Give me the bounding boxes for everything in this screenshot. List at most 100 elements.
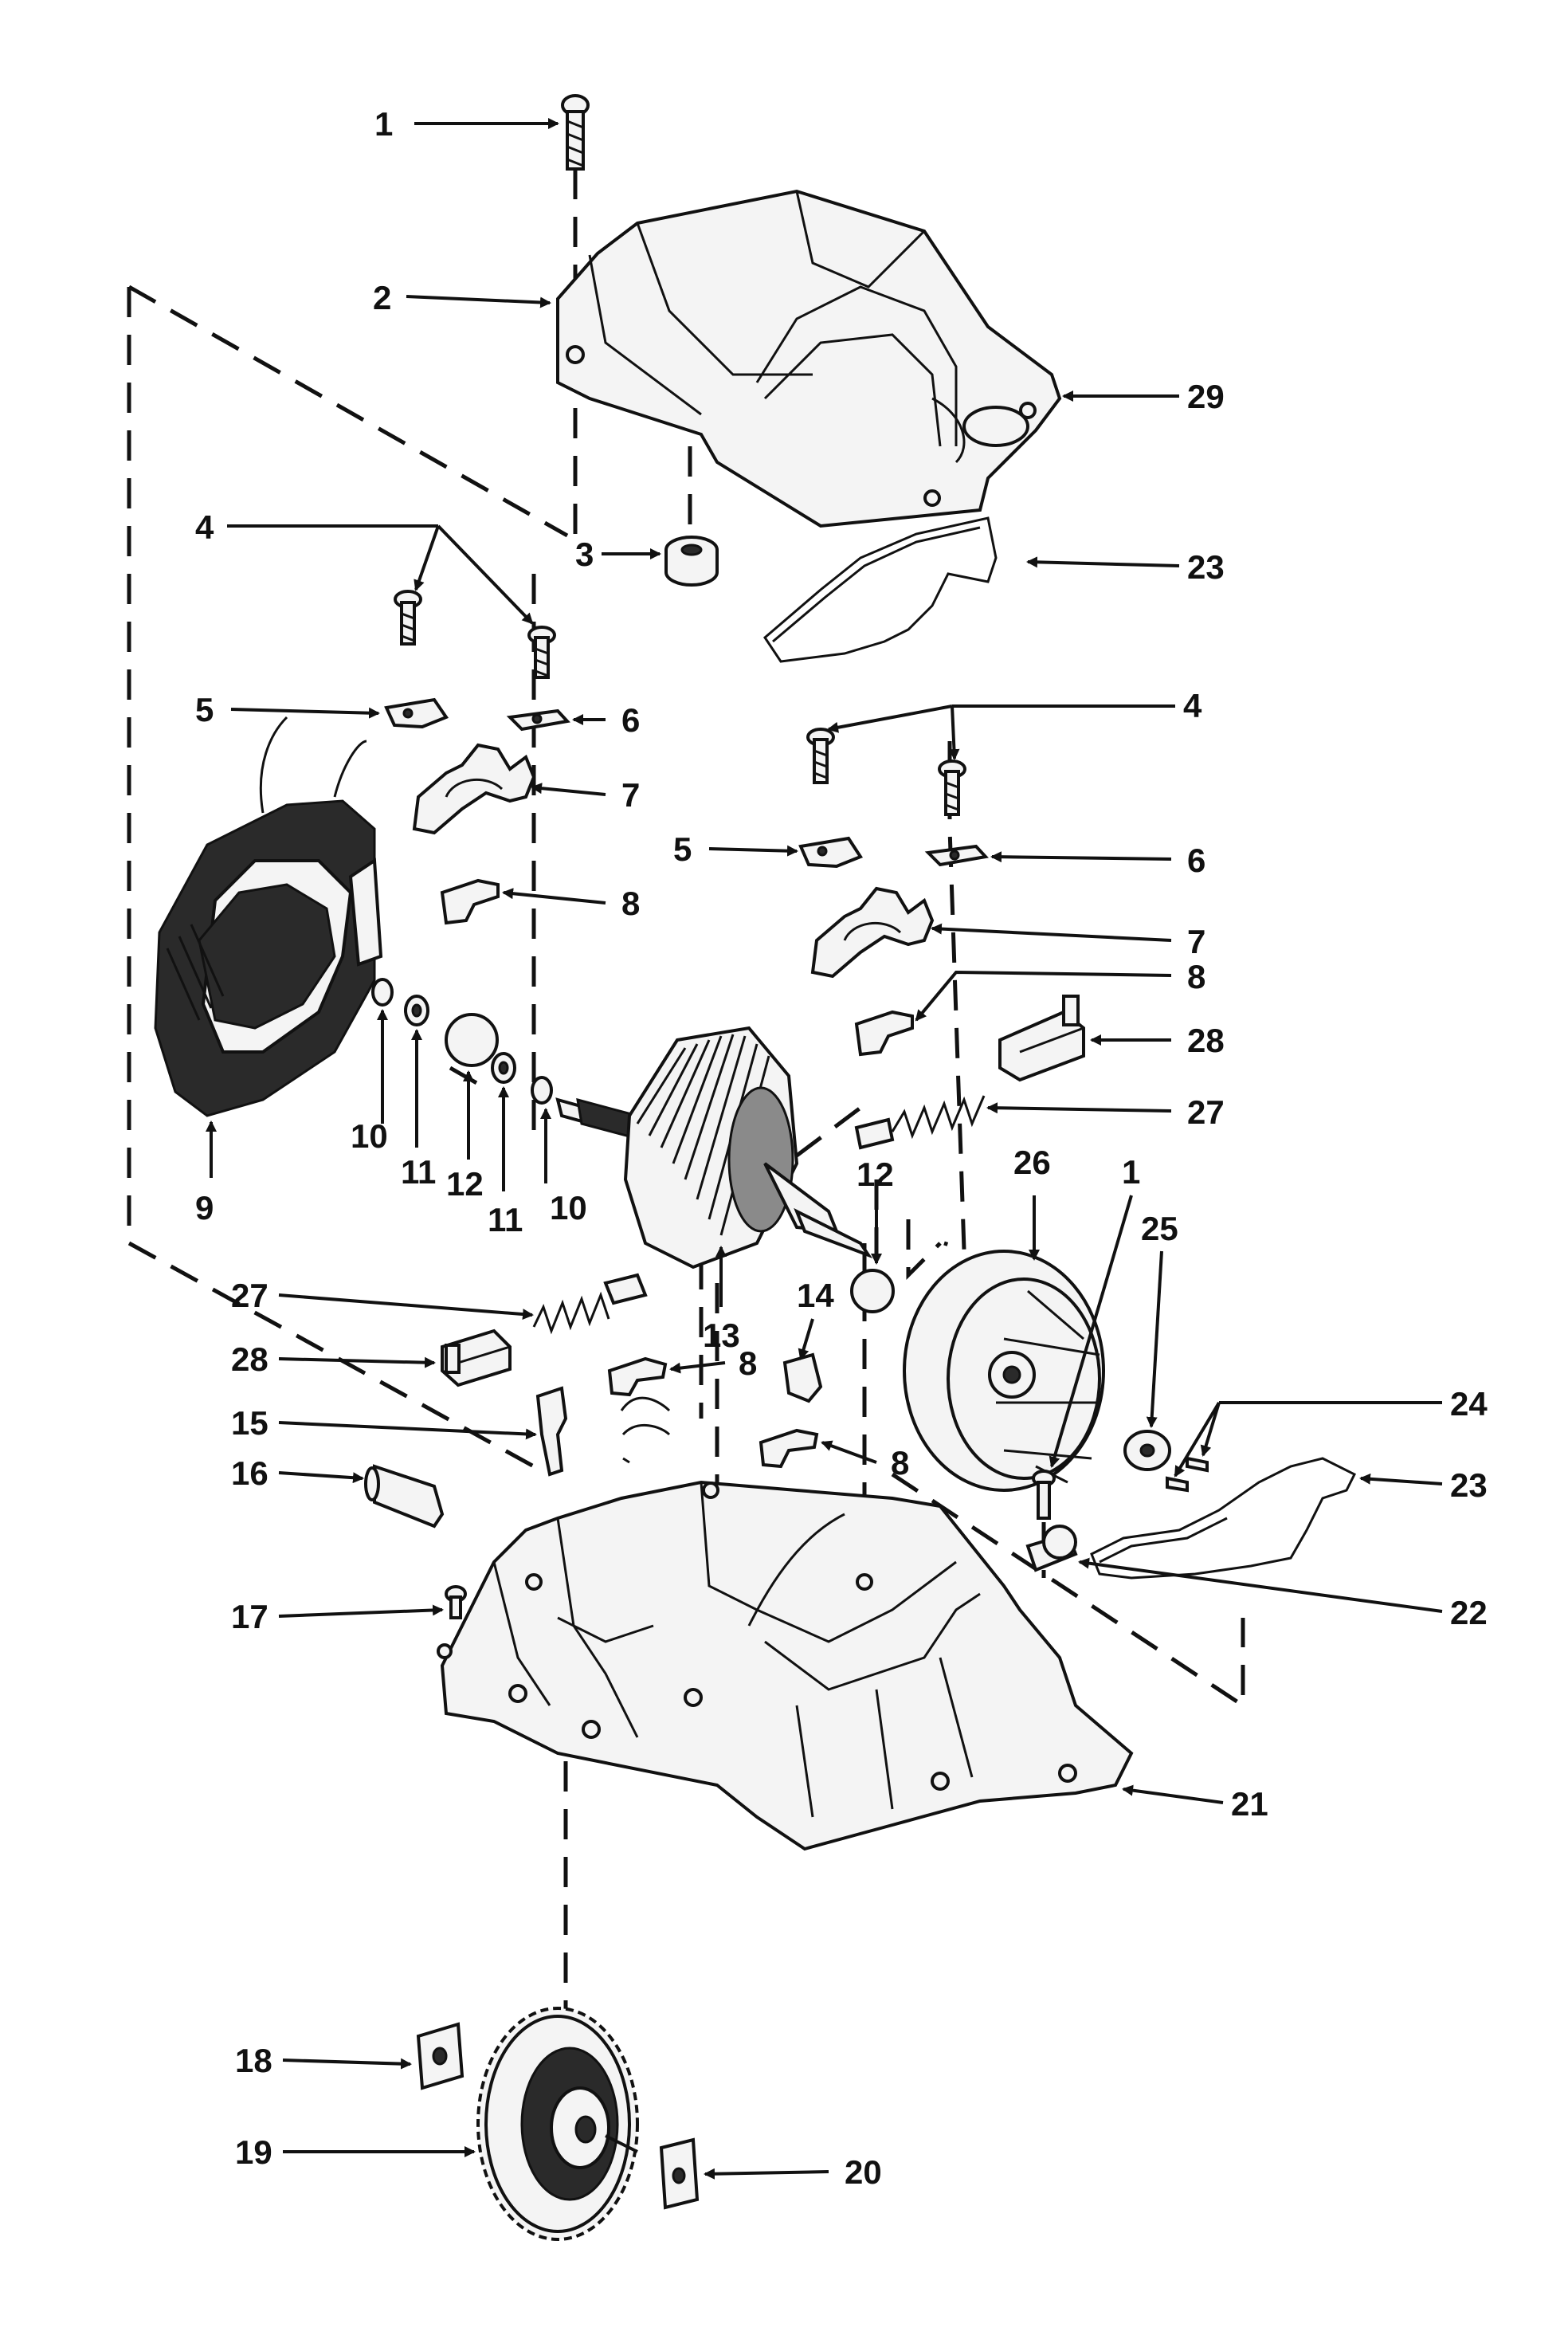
callout-26: 26 [1013, 1144, 1051, 1261]
callout-4-right: 4 [827, 687, 1202, 760]
callout-8-low: 8 [821, 1440, 909, 1482]
washer-plate-20 [659, 2137, 700, 2210]
callout-label: 8 [621, 885, 640, 922]
callout-label: 23 [1450, 1466, 1488, 1504]
callout-label: 28 [1187, 1022, 1225, 1059]
callout-label: 12 [446, 1165, 484, 1203]
callout-11-mid: 11 [488, 1086, 523, 1238]
callout-label: 8 [891, 1444, 909, 1482]
armature [555, 1026, 873, 1270]
callout-3: 3 [575, 536, 661, 573]
screws-24 [1166, 1456, 1209, 1493]
callout-label: 18 [235, 2042, 272, 2079]
gasket-upper [763, 516, 998, 663]
callout-20: 20 [704, 2153, 882, 2191]
spacer-bushing [664, 536, 719, 587]
field-coil-stator [154, 716, 383, 1117]
brush-strap-15 [535, 1386, 671, 1477]
armature-bearing-right [850, 1269, 895, 1313]
callout-18: 18 [235, 2042, 412, 2079]
top-cover-housing [556, 189, 1062, 528]
brush-clips-left [384, 697, 570, 732]
callout-11-left: 11 [401, 1029, 436, 1191]
screws-4-left [394, 590, 556, 679]
gasket-lower [1090, 1457, 1357, 1580]
callout-12-left: 12 [446, 1070, 484, 1203]
callout-label: 29 [1187, 378, 1225, 415]
callout-label: 16 [231, 1454, 269, 1492]
callout-13: 13 [703, 1246, 740, 1354]
brush-spring-left [532, 1273, 648, 1335]
callout-5-right: 5 [673, 830, 798, 868]
brush-box-right [998, 995, 1085, 1082]
callout-15: 15 [231, 1404, 537, 1442]
callout-label: 7 [1187, 923, 1205, 960]
callout-label: 5 [195, 691, 214, 728]
cooling-fan [903, 1250, 1105, 1492]
callout-label: 10 [351, 1117, 388, 1155]
callout-27-right: 27 [986, 1093, 1225, 1131]
callout-12-right: 12 [857, 1156, 894, 1265]
callout-label: 15 [231, 1404, 269, 1442]
callout-28-right: 28 [1090, 1022, 1225, 1059]
callout-label: 3 [575, 536, 594, 573]
shaft-washers-left [371, 978, 553, 1105]
callout-label: 1 [1122, 1153, 1140, 1191]
callout-label: 25 [1141, 1210, 1178, 1247]
callout-label: 1 [374, 105, 393, 143]
callout-label: 27 [1187, 1093, 1225, 1131]
gear-housing-base [437, 1480, 1134, 1851]
callout-label: 19 [235, 2133, 272, 2171]
callout-7-right: 7 [931, 923, 1205, 960]
callout-label: 4 [1183, 687, 1202, 724]
callout-8-right: 8 [915, 958, 1205, 1022]
callout-label: 28 [231, 1340, 269, 1378]
callout-label: 12 [857, 1156, 894, 1193]
clamp-22 [1025, 1470, 1078, 1572]
callout-17: 17 [231, 1598, 444, 1635]
callout-21: 21 [1122, 1784, 1268, 1823]
callout-5-left: 5 [195, 691, 380, 728]
callout-22: 22 [1078, 1557, 1488, 1631]
brush-holder-right [810, 886, 935, 979]
callout-23-top: 23 [1026, 548, 1225, 586]
pin-16 [364, 1464, 445, 1529]
callout-24: 24 [1174, 1385, 1488, 1478]
callout-label: 6 [621, 701, 640, 739]
washer-plate-18 [416, 2022, 465, 2090]
callout-27-left: 27 [231, 1277, 534, 1321]
callout-label: 23 [1187, 548, 1225, 586]
callout-8-left: 8 [502, 885, 640, 922]
callout-label: 14 [797, 1277, 834, 1314]
screw-17 [445, 1585, 467, 1619]
callout-label: 24 [1450, 1385, 1488, 1423]
callout-14: 14 [797, 1277, 834, 1360]
callout-10-left: 10 [351, 1009, 388, 1155]
brush-box-left [441, 1328, 512, 1387]
callout-1-top: 1 [374, 105, 559, 143]
callout-6-left: 6 [572, 701, 640, 739]
callout-label: 13 [703, 1317, 740, 1354]
callout-6-right: 6 [990, 842, 1205, 879]
callout-label: 11 [488, 1201, 523, 1238]
callout-label: 27 [231, 1277, 269, 1314]
callout-23-low: 23 [1359, 1466, 1488, 1504]
callout-label: 17 [231, 1598, 269, 1635]
callout-label: 26 [1013, 1144, 1051, 1181]
brush-holder-left [412, 743, 536, 835]
callout-25: 25 [1141, 1210, 1178, 1428]
callout-label: 6 [1187, 842, 1205, 879]
brush-spring-right [854, 1095, 986, 1150]
callout-8-mid: 8 [669, 1344, 757, 1382]
brushes-8 [440, 878, 914, 1469]
callout-9: 9 [195, 1120, 217, 1226]
callout-4-left: 4 [195, 508, 534, 625]
callout-29: 29 [1062, 378, 1225, 415]
drive-gear-19 [476, 2007, 639, 2241]
callout-label: 10 [550, 1189, 587, 1226]
callout-label: 2 [373, 279, 391, 316]
bearing-retainer-25 [1123, 1430, 1171, 1471]
screw-top [561, 94, 590, 171]
callout-layer: 1 2 29 3 23 4 5 6 [195, 105, 1488, 2191]
callout-label: 4 [195, 508, 214, 546]
